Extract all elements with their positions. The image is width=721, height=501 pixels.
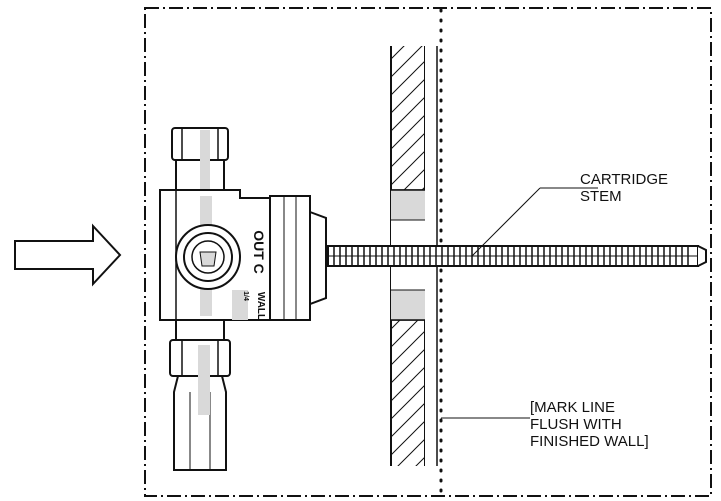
right-arrow-icon — [14, 223, 122, 287]
stem-label-line2: STEM — [580, 188, 622, 205]
mark-label-line3: FINISHED WALL] — [530, 433, 649, 450]
stem-leader-line-diagonal — [471, 187, 541, 257]
supply-pipes — [169, 127, 231, 471]
stem-label-line1: CARTRIDGE — [580, 171, 668, 188]
mark-label-line2: FLUSH WITH — [530, 416, 622, 433]
valve-body: OUT C 1/4 WALL — [159, 189, 327, 321]
valve-wall-label: WALL — [255, 292, 266, 320]
view-frame — [144, 7, 712, 497]
valve-small-label: 1/4 — [242, 291, 249, 301]
mark-label-line1: [MARK LINE — [530, 399, 615, 416]
cartridge-stem — [327, 245, 707, 267]
valve-out-label: OUT C — [251, 230, 267, 274]
